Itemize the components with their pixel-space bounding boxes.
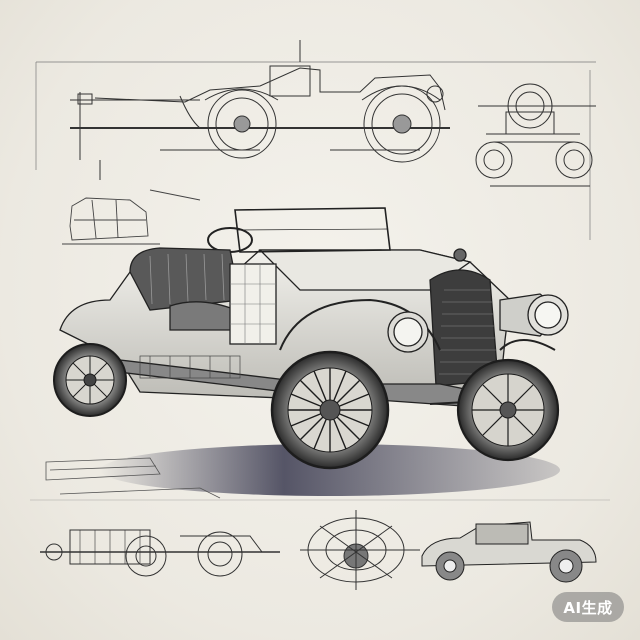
front-right-wheel bbox=[456, 358, 560, 462]
car-shadow bbox=[100, 444, 560, 496]
wheel-detail-drawing bbox=[300, 510, 420, 590]
ai-generated-badge: AI生成 bbox=[552, 592, 624, 622]
rear-wheel bbox=[53, 343, 127, 417]
front-left-wheel bbox=[270, 350, 390, 470]
seat-detail-drawing bbox=[62, 189, 201, 245]
frame-detail-drawing bbox=[45, 457, 221, 499]
top-side-elevation-drawing bbox=[70, 40, 450, 180]
bottom-chassis-drawing bbox=[40, 529, 280, 577]
bottom-side-profile-drawing bbox=[421, 521, 597, 583]
front-view-drawing bbox=[475, 83, 596, 187]
frame-lines bbox=[30, 61, 610, 501]
